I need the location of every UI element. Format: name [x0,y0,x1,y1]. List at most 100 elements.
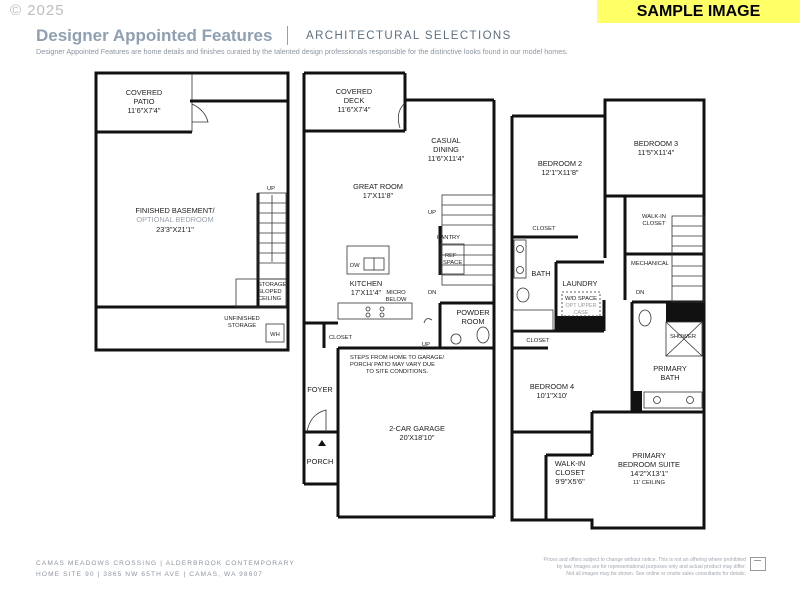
laundry-label: LAUNDRY [562,279,597,288]
primary-suite-label: PRIMARY [632,451,666,460]
bed4-closet-label: CLOSET [526,338,550,344]
main-floor-plan: COVERED DECK 11'6"X7'4" CASUAL DINING 11… [302,71,496,519]
porch-label: PORCH [307,457,334,466]
primary-walkin-label-2: CLOSET [555,468,585,477]
upper-dn-label: DN [636,290,644,296]
upper-stairs [671,215,705,303]
primary-walkin-dim: 9'9"X5'6" [555,477,585,486]
bedroom3-dim: 11'5"X11'4" [638,148,675,157]
basement-room-dim: 23'3"X21'1" [156,225,194,234]
bath-label: BATH [531,269,550,278]
page-description: Designer Appointed Features are home det… [36,47,568,56]
primary-walkin-label: WALK-IN [555,459,586,468]
garage-label: 2-CAR GARAGE [389,424,445,433]
powder-room-label: POWDER [456,308,489,317]
ref-label: REF [445,253,457,259]
entry-arrow-icon [318,440,326,446]
deck-door [397,102,406,129]
great-room-dim: 17'X11'8" [363,191,394,200]
primary-toilet [638,309,652,327]
unfinished-storage-label-1: UNFINISHED [224,316,259,322]
basement-room-label: FINISHED BASEMENT/ [135,206,215,215]
micro-label: MICRO [386,290,406,296]
steps-note-1: STEPS FROM HOME TO GARAGE/ [350,355,445,361]
bedroom4-label: BEDROOM 4 [530,382,574,391]
page-subtitle: ARCHITECTURAL SELECTIONS [306,30,512,42]
kitchen-dim: 17'X11'4" [351,288,382,297]
basement-door [191,103,209,123]
water-heater-label: WH [270,332,280,338]
kitchen-label: KITCHEN [350,279,382,288]
dishwasher-label: DW [350,263,360,269]
basement-floor-plan: COVERED PATIO 11'6"X7'4" FINISHED BASEME… [94,71,290,352]
footer-address: HOME SITE 90 | 3865 NW 65TH AVE | CAMAS,… [36,571,263,578]
storage-label-3: CEILING [258,296,282,302]
wd-space-label: W/D SPACE [565,296,597,302]
primary-suite-label-2: BEDROOM SUITE [618,460,680,469]
bedroom3-label: BEDROOM 3 [634,139,678,148]
powder-room-label-2: ROOM [462,317,485,326]
ref-label-2: SPACE [443,260,462,266]
kitchen-counter [337,302,413,320]
deck-label: COVERED [336,87,373,96]
steps-note-2: PORCH/ PATIO MAY VARY DUE [350,362,435,368]
footer-community: CAMAS MEADOWS CROSSING | ALDERBROOK CONT… [36,560,295,567]
powder-toilet [476,326,490,344]
steps-note-3: TO SITE CONDITIONS. [366,369,428,375]
storage-label-1: STORAGE [258,282,286,288]
garage-dim: 20'X18'10" [399,433,434,442]
basement-up-label: UP [267,186,275,192]
main-dn-label: DN [428,290,436,296]
sample-image-badge: SAMPLE IMAGE [597,0,800,23]
dining-label-2: DINING [433,145,459,154]
hall-bath-toilet [516,287,530,303]
primary-suite-ceiling: 11' CEILING [633,480,665,486]
hall-bath-tub [512,309,554,331]
patio-dim: 11'6"X7'4" [127,106,160,115]
great-room-label: GREAT ROOM [353,182,403,191]
bed3-walkin-label-2: CLOSET [642,221,666,227]
patio-label-2: PATIO [133,97,154,106]
equal-housing-icon [750,557,766,571]
footer-disclaimer-1: Prices and offers subject to change with… [543,557,746,563]
dining-label: CASUAL [431,136,461,145]
powder-sink [450,333,462,345]
garage-up-label: UP [422,342,430,348]
shower-label: SHOWER [670,334,696,340]
page-title: Designer Appointed Features [36,26,273,45]
title-divider [287,26,288,45]
basement-room-option: OPTIONAL BEDROOM [136,215,213,224]
primary-shower-wall [666,302,704,322]
bed2-closet-label: CLOSET [532,226,556,232]
storage-label-2: SLOPED [258,289,282,295]
main-closet-label: CLOSET [329,335,353,341]
bedroom4-dim: 10'1"X10' [537,391,569,400]
pantry-label: PANTRY [437,235,460,241]
foyer-label: FOYER [307,385,332,394]
primary-bath-label-2: BATH [660,373,679,382]
mechanical-label: MECHANICAL [631,261,670,267]
dining-dim: 11'6"X11'4" [428,154,465,163]
micro-label-2: BELOW [386,297,407,303]
bedroom2-dim: 12'1"X11'8" [541,168,578,177]
copyright: © 2025 [10,2,65,19]
bed3-walkin-label: WALK-IN [642,214,666,220]
primary-suite-dim: 14'2"X13'1" [630,469,668,478]
deck-label-2: DECK [344,96,365,105]
basement-stairs [257,192,287,280]
unfinished-storage-label-2: STORAGE [228,323,256,329]
entry-door [306,409,327,433]
wd-space-label-3: CASE [574,310,589,316]
deck-dim: 11'6"X7'4" [337,105,370,114]
upper-floor-plan: BEDROOM 2 12'1"X11'8" BEDROOM 3 11'5"X11… [510,98,706,530]
footer-disclaimer-2: by law. Images are for representational … [556,564,746,570]
main-up-label: UP [428,210,436,216]
patio-label: COVERED [126,88,163,97]
washer-dryer-space [561,291,601,317]
bedroom2-label: BEDROOM 2 [538,159,582,168]
footer-disclaimer-3: Not all images may be shown. See online … [566,571,746,577]
water-heater [265,323,285,343]
main-stairs [441,194,495,286]
primary-vanity [643,391,703,409]
